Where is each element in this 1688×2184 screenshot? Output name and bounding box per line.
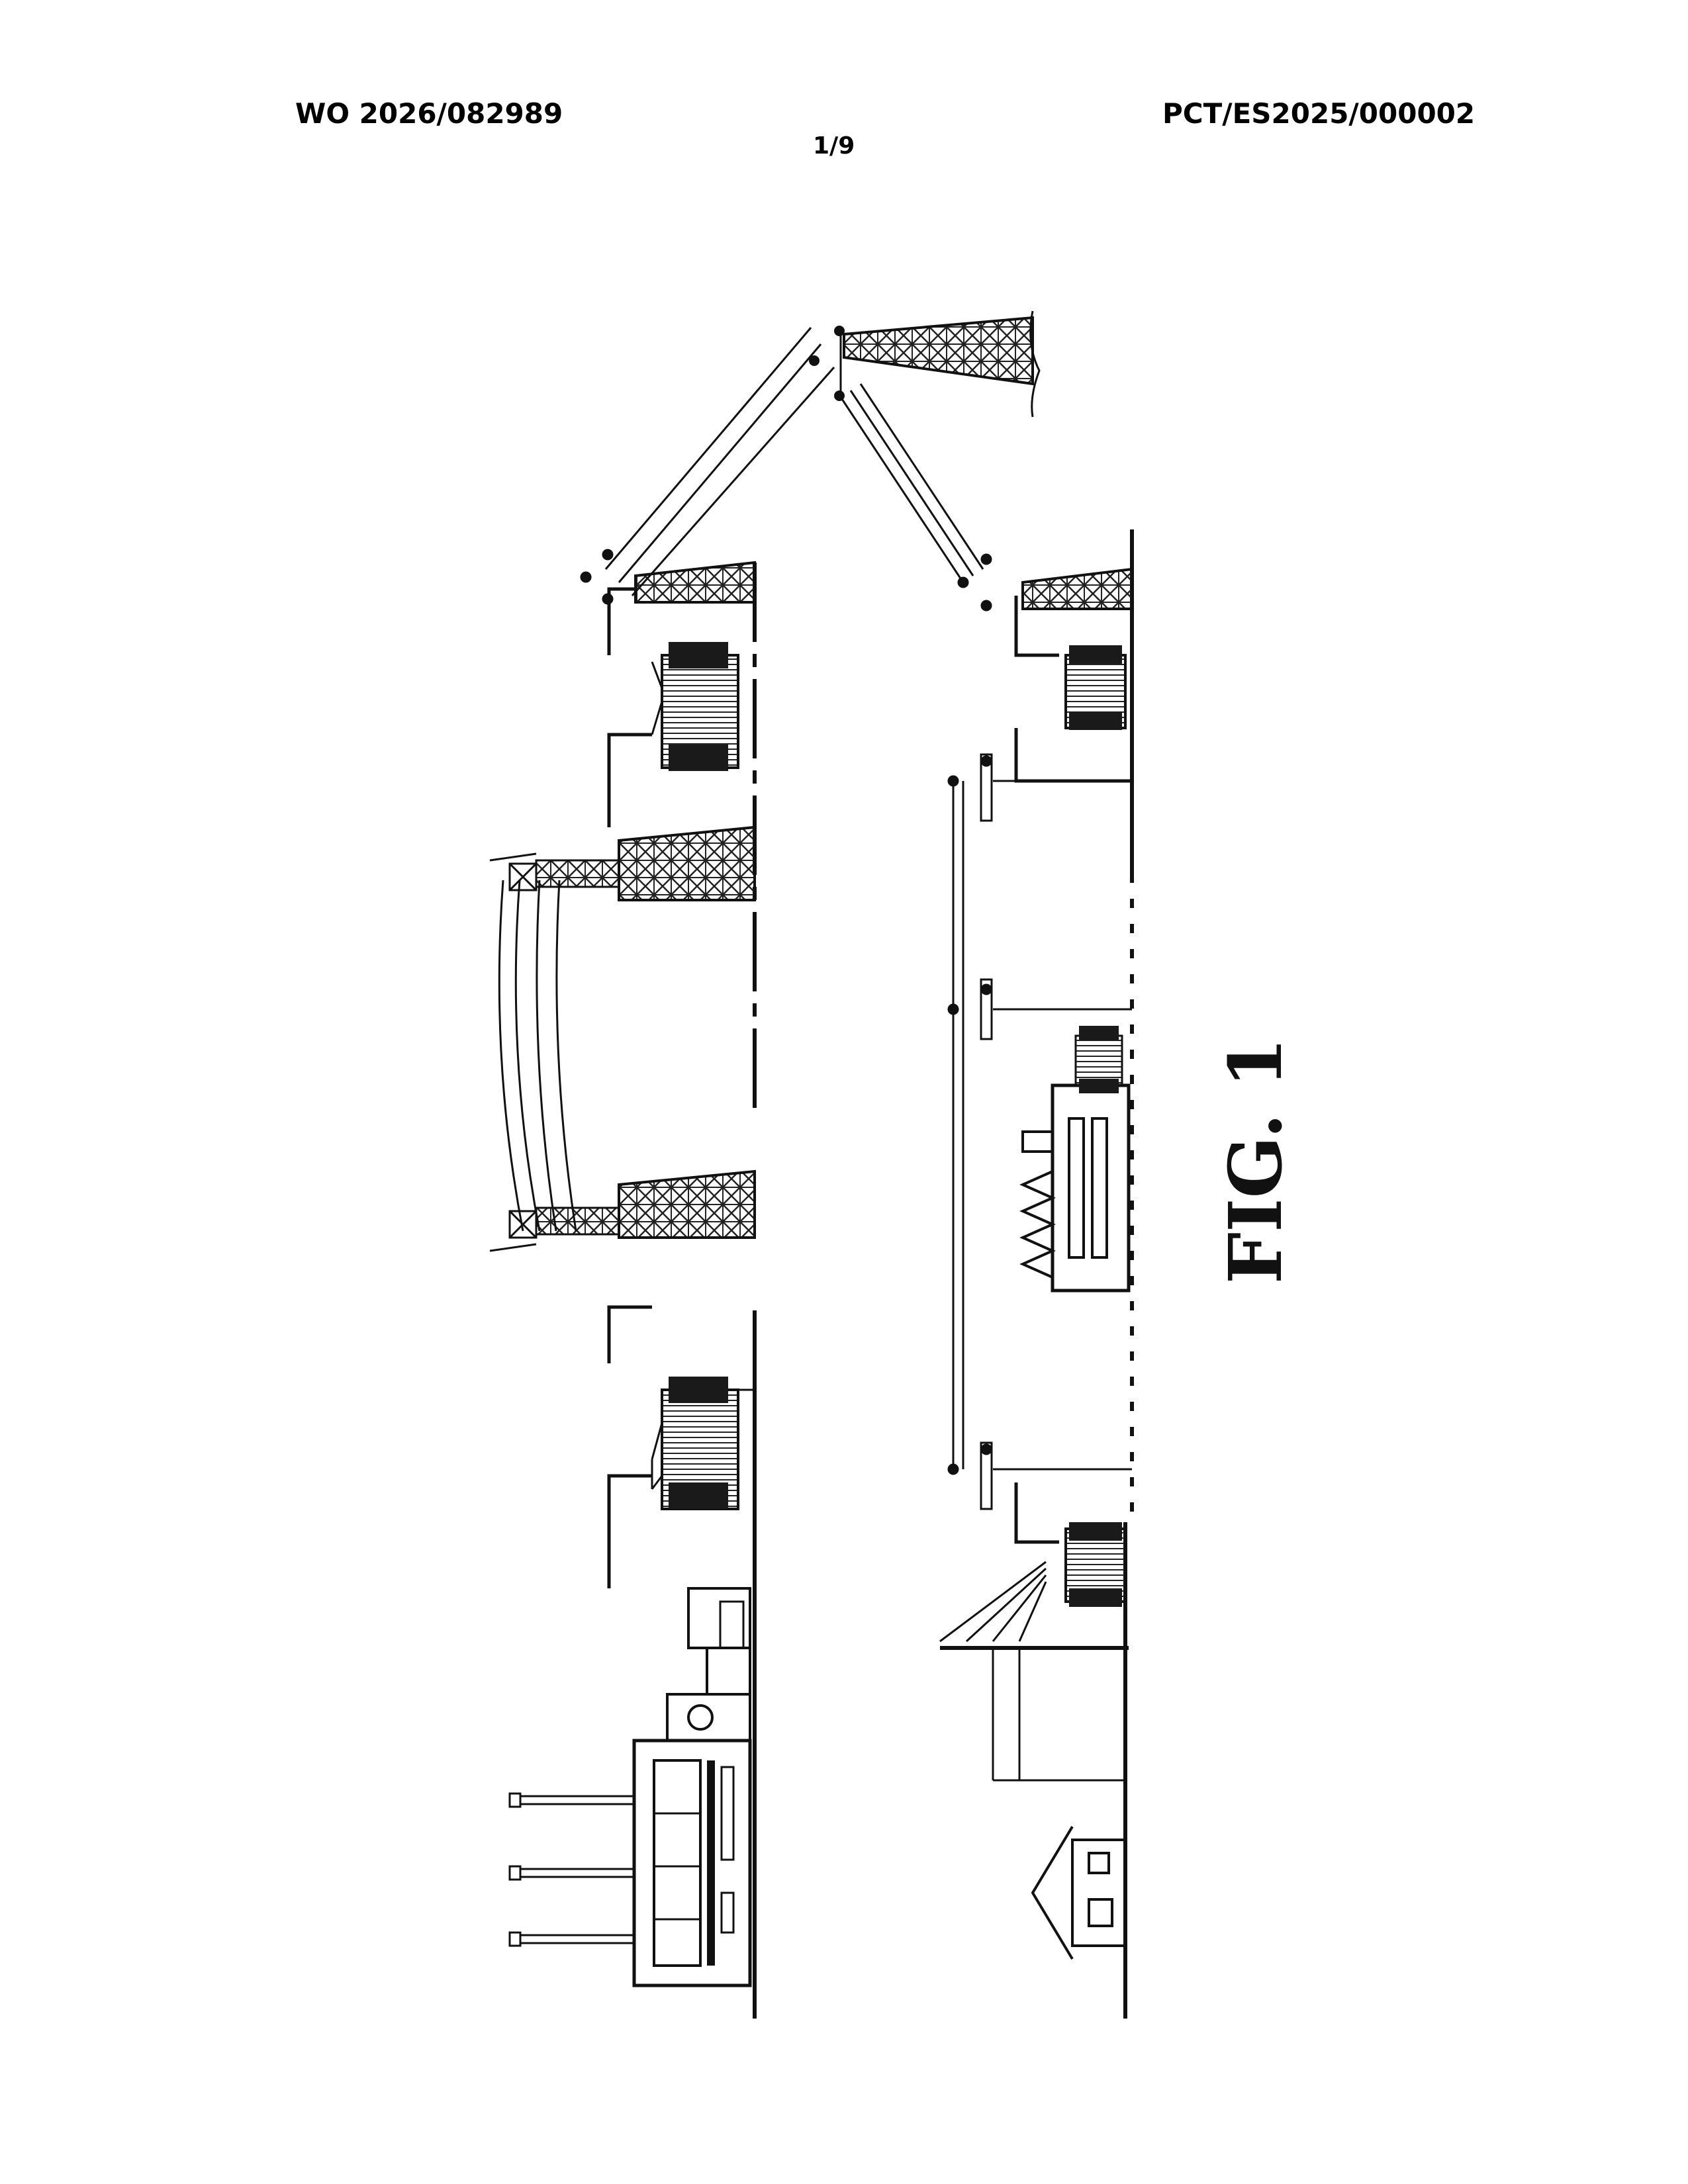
- long-transmission-line: [581, 328, 834, 604]
- lower-row: [841, 384, 1132, 2019]
- transmission-tower-lower: [510, 1171, 755, 1238]
- power-plant: [510, 1588, 750, 1985]
- distribution-transformer: [940, 1482, 1129, 1780]
- upper-transformer: [609, 563, 755, 827]
- transmission-tower-upper: [510, 827, 755, 900]
- industrial-facility: [1023, 1026, 1129, 1291]
- chimney-stacks: [510, 1794, 634, 1946]
- overhead-conductors: [490, 854, 576, 1251]
- upper-row: [490, 328, 834, 2019]
- substation-transformer: [1016, 569, 1132, 781]
- figure-label: FIG. 1: [1213, 1037, 1298, 1284]
- step-up-transformer: [609, 1307, 755, 1588]
- house: [1033, 1827, 1125, 1959]
